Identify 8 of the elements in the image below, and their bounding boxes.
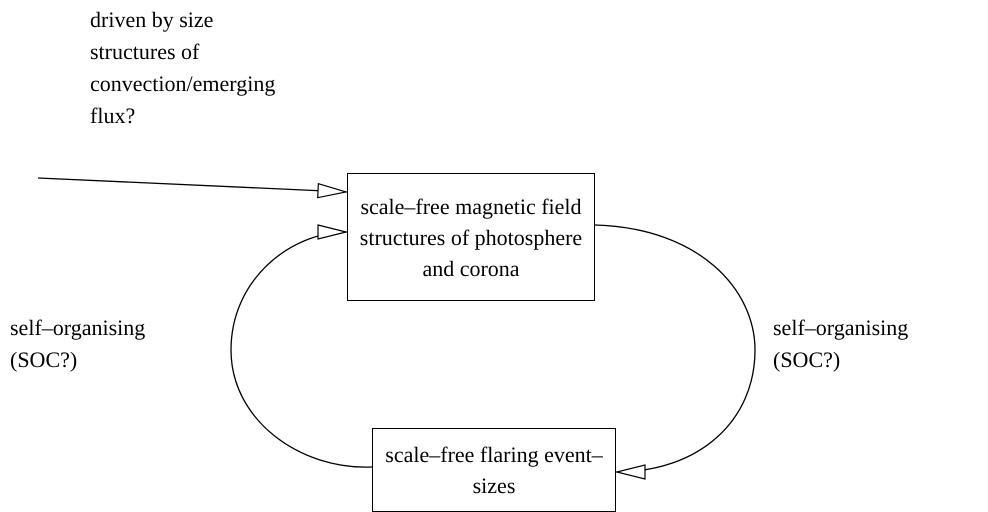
arrow: [230, 226, 372, 468]
edge-label: self–organising (SOC?): [10, 314, 146, 374]
process-box: scale–free flaring event–sizes: [372, 428, 616, 512]
arrow: [594, 224, 756, 478]
edge-label: driven by size structures of convection/emerging flux?: [90, 6, 276, 130]
edge-label: self–organising (SOC?): [773, 314, 910, 374]
process-box: scale–free magnetic field structures of photosphere and corona: [347, 173, 595, 301]
arrow: [38, 177, 348, 198]
